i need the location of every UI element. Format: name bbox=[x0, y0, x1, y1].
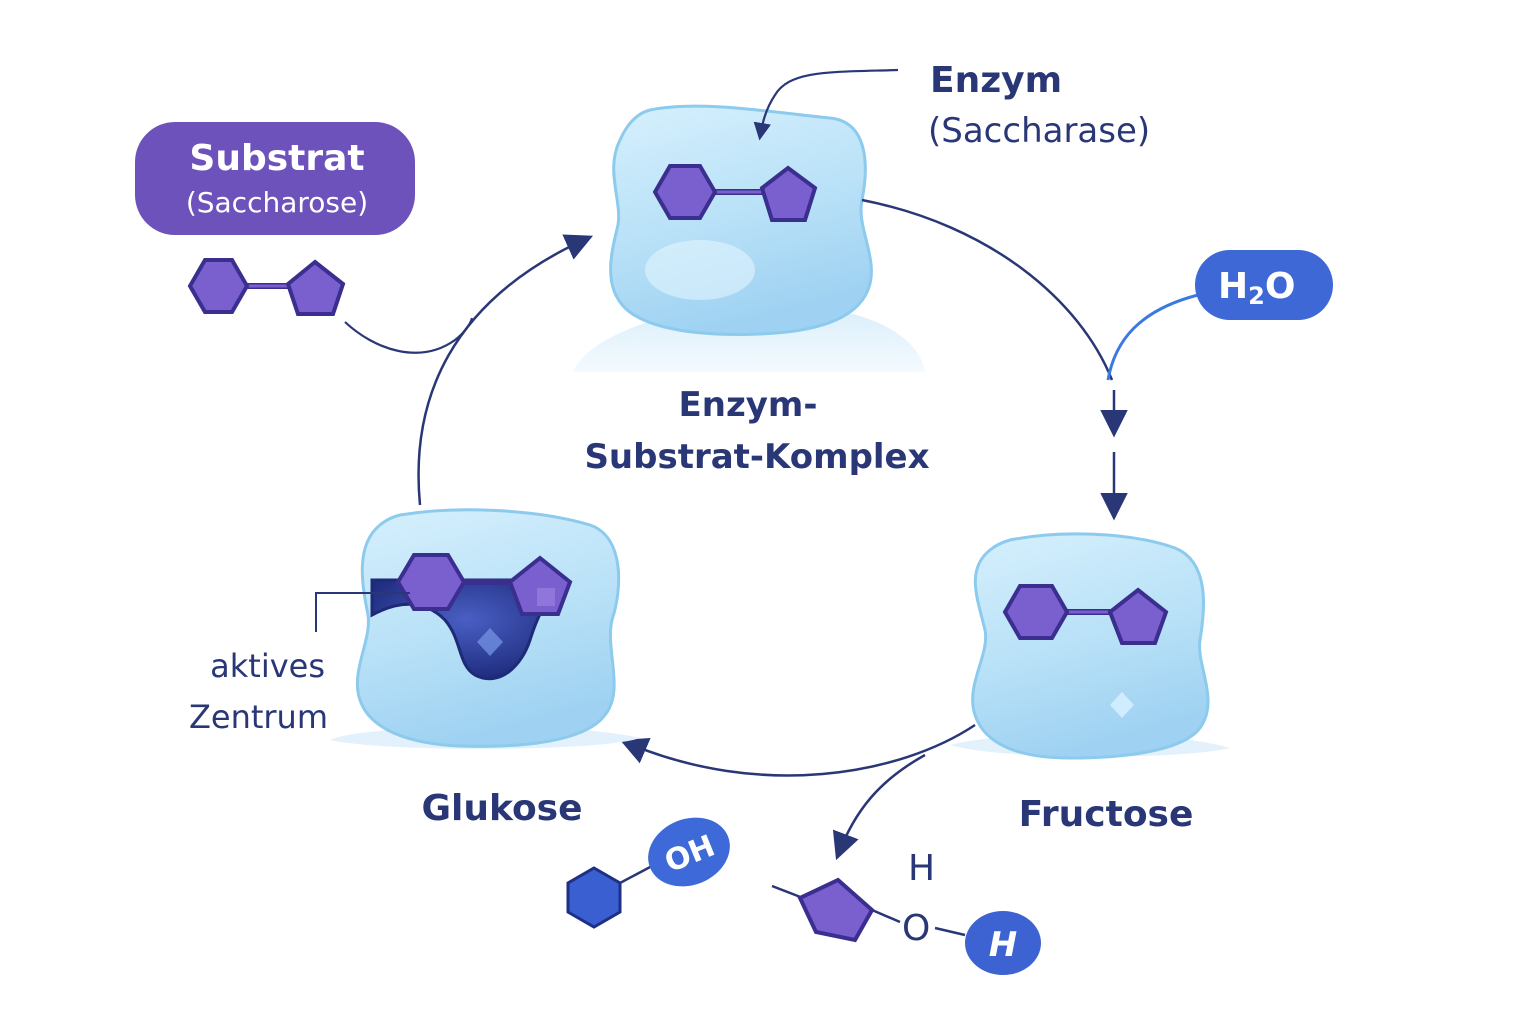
enzyme-bottom-right bbox=[950, 532, 1230, 760]
glucose-ring-icon bbox=[395, 553, 467, 611]
oh-badge bbox=[648, 817, 730, 887]
enzyme-br-body bbox=[971, 532, 1210, 760]
product-release-arrow bbox=[832, 753, 926, 861]
water-pill bbox=[1195, 250, 1333, 320]
substrate-title: Substrat bbox=[189, 138, 364, 179]
water-inflow-arrow bbox=[1106, 293, 1199, 381]
water-formula: H2O bbox=[1218, 266, 1295, 310]
complex-label-line2: Substrat-Komplex bbox=[584, 437, 929, 477]
cycle-arrow-right-top bbox=[861, 198, 1114, 381]
h-badge bbox=[965, 911, 1041, 975]
substrate-subtitle: (Saccharose) bbox=[186, 186, 368, 219]
fructose-ring-icon bbox=[759, 165, 818, 222]
glucose-ring-icon bbox=[652, 164, 718, 220]
cycle-arrow-left bbox=[417, 234, 594, 506]
substrate-badge: Substrat (Saccharose) bbox=[135, 122, 415, 235]
fructose-product: H O H bbox=[771, 848, 1041, 975]
active-site-label-line2: Zentrum bbox=[189, 698, 328, 736]
glucose-hexagon-icon bbox=[566, 866, 622, 929]
enzyme-bottom-left bbox=[330, 508, 640, 749]
enzyme-top bbox=[572, 104, 925, 372]
water-badge: H2O bbox=[1195, 250, 1333, 320]
glucose-ring-icon bbox=[187, 258, 250, 314]
sucrose-molecule-release bbox=[1002, 584, 1169, 645]
fructose-ring-icon bbox=[1107, 587, 1169, 645]
sucrose-molecule-free bbox=[187, 258, 346, 316]
h-badge-text: H bbox=[989, 925, 1017, 965]
cycle-arrow-bottom bbox=[619, 723, 976, 777]
glucose-label: Glukose bbox=[421, 788, 582, 829]
glucose-ring-icon bbox=[1002, 584, 1070, 640]
enzyme-subtitle: (Saccharase) bbox=[928, 111, 1150, 151]
glucose-product: OH bbox=[566, 817, 730, 929]
active-site-label-line1: aktives bbox=[210, 647, 325, 685]
fructose-label: Fructose bbox=[1019, 794, 1194, 835]
enzyme-top-body bbox=[609, 104, 873, 336]
water-h-label: H bbox=[908, 848, 935, 889]
sucrose-in-active-site bbox=[395, 553, 573, 616]
fructose-ring-icon bbox=[285, 259, 346, 316]
enzyme-pointer-arrow bbox=[753, 68, 899, 141]
substrate-pill bbox=[135, 122, 415, 235]
active-site-callout-line bbox=[315, 592, 410, 632]
fructose-pentagon-icon bbox=[797, 877, 875, 943]
enzyme-title: Enzym bbox=[930, 60, 1062, 101]
sucrose-molecule-bound bbox=[652, 164, 818, 222]
complex-label-line1: Enzym- bbox=[679, 385, 818, 425]
water-o-label: O bbox=[902, 908, 930, 949]
